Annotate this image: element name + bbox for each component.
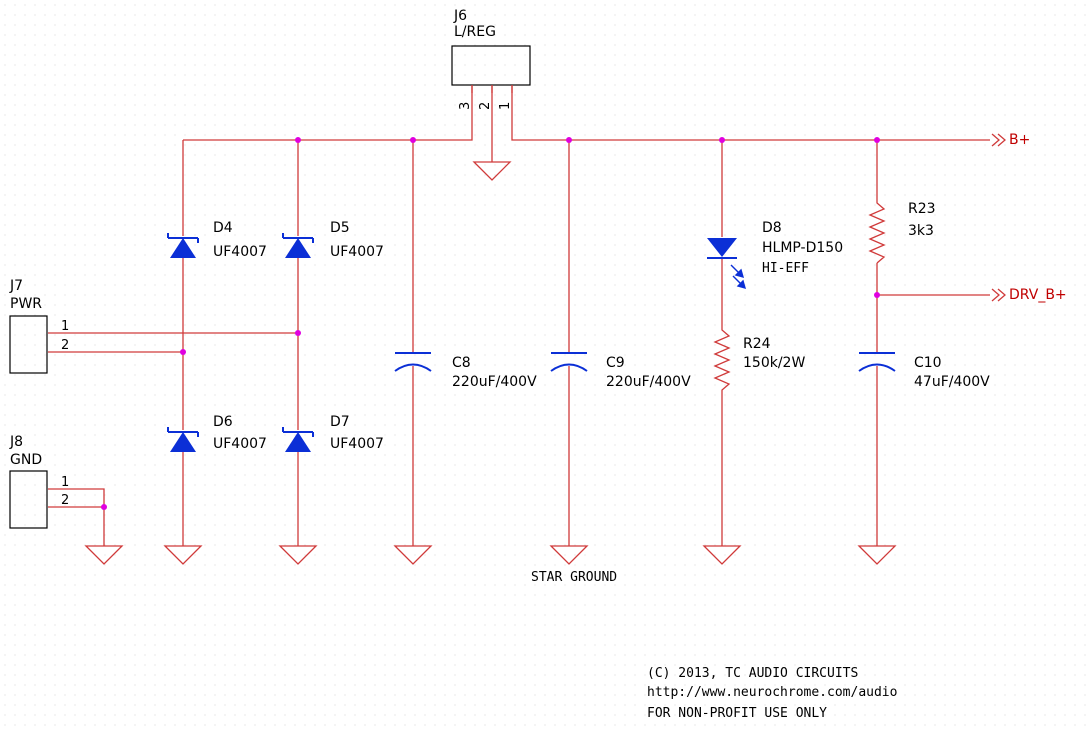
connector-j7-value: PWR bbox=[10, 296, 42, 312]
ground-symbol bbox=[278, 545, 318, 565]
led-emission-arrows-icon bbox=[730, 264, 747, 290]
wires bbox=[48, 86, 990, 546]
capacitor-c8-value: 220uF/400V bbox=[452, 374, 537, 390]
junction-dot bbox=[101, 504, 107, 510]
ground-symbol bbox=[84, 545, 124, 565]
connector-j7-pin-2: 2 bbox=[61, 338, 69, 353]
ground-symbol bbox=[857, 545, 897, 565]
regulator-j6: J6 L/REG 3 2 1 bbox=[451, 8, 531, 110]
connector-j7-pin-1: 1 bbox=[61, 319, 69, 334]
footer-line-2: http://www.neurochrome.com/audio bbox=[647, 685, 897, 700]
led-d8: D8 HLMP-D150 HI-EFF bbox=[707, 220, 843, 290]
capacitor-c10: C10 47uF/400V bbox=[858, 352, 990, 390]
connector-j7: J7 PWR 1 2 bbox=[9, 278, 69, 374]
connector-j8-pin-1: 1 bbox=[61, 475, 69, 490]
connector-j8-value: GND bbox=[10, 452, 42, 468]
diode-d5-value: UF4007 bbox=[330, 244, 384, 260]
capacitor-c9: C9 220uF/400V bbox=[550, 352, 691, 390]
ground-symbol bbox=[163, 545, 203, 565]
ground-symbol bbox=[472, 161, 512, 181]
capacitor-c10-value: 47uF/400V bbox=[914, 374, 990, 390]
resistor-r24-ref: R24 bbox=[743, 336, 771, 352]
capacitor-c10-ref: C10 bbox=[914, 355, 942, 371]
resistor-r24: R24 150k/2W bbox=[713, 318, 805, 396]
diode-d7-value: UF4007 bbox=[330, 436, 384, 452]
connector-j8-ref: J8 bbox=[9, 434, 23, 450]
capacitor-c9-ref: C9 bbox=[606, 355, 625, 371]
regulator-pin-3: 3 bbox=[458, 102, 473, 110]
junction-dot bbox=[874, 292, 880, 298]
net-label-b-plus-text: B+ bbox=[1009, 132, 1030, 148]
junction-dot bbox=[719, 137, 725, 143]
diode-d4: D4 UF4007 bbox=[167, 220, 267, 260]
net-label-b-plus: B+ bbox=[991, 132, 1030, 148]
connector-j8: J8 GND 1 2 bbox=[9, 434, 69, 529]
net-label-drv-b-plus: DRV_B+ bbox=[991, 287, 1067, 303]
diode-d4-ref: D4 bbox=[213, 220, 233, 236]
ground-symbols bbox=[84, 161, 897, 565]
diode-d5-ref: D5 bbox=[330, 220, 350, 236]
net-label-drv-b-plus-text: DRV_B+ bbox=[1009, 287, 1067, 303]
regulator-ref: J6 bbox=[453, 8, 467, 24]
junction-dot bbox=[295, 330, 301, 336]
diode-d7-ref: D7 bbox=[330, 414, 350, 430]
resistor-r24-value: 150k/2W bbox=[743, 355, 805, 371]
capacitor-c8-ref: C8 bbox=[452, 355, 471, 371]
resistor-r23-ref: R23 bbox=[908, 201, 936, 217]
connector-j7-ref: J7 bbox=[9, 278, 23, 294]
led-value: HLMP-D150 bbox=[762, 240, 843, 256]
diode-d6-ref: D6 bbox=[213, 414, 233, 430]
junction-dot bbox=[566, 137, 572, 143]
ground-symbol bbox=[549, 545, 589, 565]
diode-d4-value: UF4007 bbox=[213, 244, 267, 260]
ground-symbol bbox=[393, 545, 433, 565]
junction-dot bbox=[295, 137, 301, 143]
junction-dot bbox=[180, 349, 186, 355]
capacitor-c8: C8 220uF/400V bbox=[394, 352, 537, 390]
junctions bbox=[101, 137, 880, 510]
regulator-pin-1: 1 bbox=[498, 102, 513, 110]
regulator-value: L/REG bbox=[454, 24, 496, 40]
connector-j8-pin-2: 2 bbox=[61, 493, 69, 508]
capacitor-c9-value: 220uF/400V bbox=[606, 374, 691, 390]
diode-d5: D5 UF4007 bbox=[282, 220, 384, 260]
junction-dot bbox=[874, 137, 880, 143]
diode-d6: D6 UF4007 bbox=[167, 414, 267, 452]
led-note: HI-EFF bbox=[762, 261, 809, 276]
resistor-r23: R23 3k3 bbox=[868, 195, 936, 264]
footer-line-3: FOR NON-PROFIT USE ONLY bbox=[647, 706, 827, 721]
diode-d7: D7 UF4007 bbox=[282, 414, 384, 452]
footer-line-1: (C) 2013, TC AUDIO CIRCUITS bbox=[647, 666, 858, 681]
regulator-pin-2: 2 bbox=[478, 102, 493, 110]
diode-d6-value: UF4007 bbox=[213, 436, 267, 452]
ground-symbol bbox=[702, 545, 742, 565]
led-ref: D8 bbox=[762, 220, 782, 236]
junction-dot bbox=[410, 137, 416, 143]
resistor-r23-value: 3k3 bbox=[908, 223, 934, 239]
star-ground-note: STAR GROUND bbox=[531, 570, 617, 585]
copyright-footer: (C) 2013, TC AUDIO CIRCUITS http://www.n… bbox=[647, 666, 897, 721]
